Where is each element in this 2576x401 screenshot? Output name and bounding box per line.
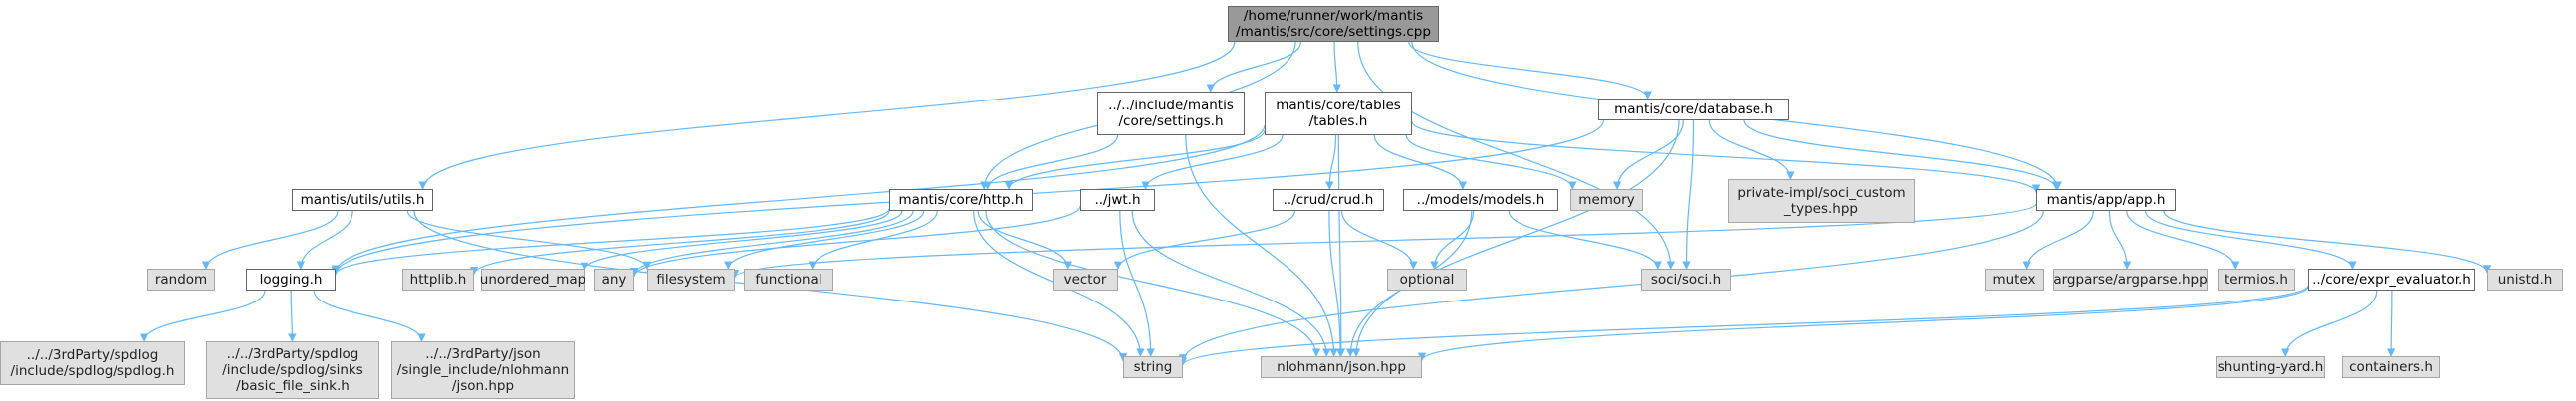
edge-settings_cpp-to-utils — [418, 41, 1236, 190]
edge-settings_cpp-to-database — [1408, 41, 1652, 100]
edge-models-to-soci — [1508, 210, 1662, 270]
node-http[interactable]: mantis/core/http.h — [889, 189, 1033, 211]
edge-app-to-termios — [2126, 210, 2240, 270]
node-filesystem: filesystem — [647, 269, 735, 291]
edge-settings_cpp-to-tables — [1332, 41, 1341, 93]
node-string: string — [1123, 356, 1183, 378]
node-spdlog: ../../3rdParty/spdlog /include/spdlog/sp… — [0, 341, 185, 385]
edge-tables-to-nlohmann — [1336, 134, 1346, 357]
edge-expr-to-containers — [2386, 290, 2396, 357]
edge-crud-to-vector — [1113, 210, 1296, 271]
edge-http-to-nlohmann — [985, 210, 1321, 357]
node-argparse: argparse/argparse.hpp — [2053, 269, 2208, 291]
edge-include_settings-to-http — [983, 134, 1119, 190]
node-unistd: unistd.h — [2487, 269, 2563, 291]
node-vector: vector — [1053, 269, 1118, 291]
node-include-settings[interactable]: ../../include/mantis /core/settings.h — [1097, 92, 1245, 135]
edge-settings_cpp-to-soci — [1357, 41, 1675, 270]
node-app[interactable]: mantis/app/app.h — [2036, 189, 2176, 211]
edge-http-to-filesystem — [724, 210, 925, 270]
node-termios: termios.h — [2218, 269, 2295, 291]
node-memory: memory — [1570, 189, 1643, 211]
edge-http-to-vector — [977, 210, 1072, 270]
node-soci: soci/soci.h — [1641, 269, 1731, 291]
edge-database-to-soci — [1682, 119, 1695, 270]
edge-tables-to-http — [1004, 129, 1266, 190]
edge-tables-to-logging — [331, 124, 1266, 274]
edge-utils-to-filesystem — [406, 210, 652, 271]
node-shunting: shunting-yard.h — [2216, 356, 2325, 378]
node-mutex: mutex — [1985, 269, 2044, 291]
node-nlohmann: nlohmann/json.hpp — [1261, 356, 1422, 378]
edge-tables-to-models — [1373, 134, 1468, 190]
edge-database-to-soci_types — [1708, 119, 1795, 180]
node-soci-types: private-impl/soci_custom _types.hpp — [1728, 179, 1915, 223]
edge-expr-to-shunting — [2281, 290, 2378, 357]
node-utils[interactable]: mantis/utils/utils.h — [292, 189, 433, 211]
edge-database-to-app — [1743, 119, 2061, 190]
edge-utils-to-logging — [296, 210, 353, 270]
node-any: any — [594, 269, 634, 291]
node-tables[interactable]: mantis/core/tables /tables.h — [1265, 92, 1412, 135]
edge-tables-to-app — [1411, 121, 2041, 193]
node-expr[interactable]: ../core/expr_evaluator.h — [2308, 269, 2475, 291]
node-settings-cpp: /home/runner/work/mantis /mantis/src/cor… — [1228, 6, 1439, 42]
edge-app-to-string — [1178, 210, 2044, 363]
edge-http-to-any — [629, 210, 914, 277]
edge-app-to-filesystem — [731, 203, 2037, 279]
edge-app-to-argparse — [2108, 210, 2132, 270]
edge-app-to-expr — [2144, 210, 2357, 270]
edge-tables-to-memory — [1405, 134, 1577, 190]
edge-crud-to-nlohmann — [1328, 210, 1345, 357]
edge-logging-to-sinks — [288, 290, 297, 342]
edge-database-to-nlohmann — [1351, 119, 1680, 357]
edge-tables-to-crud — [1325, 134, 1337, 190]
node-crud[interactable]: ../crud/crud.h — [1273, 189, 1384, 211]
edge-include_settings-to-nlohmann — [1185, 134, 1338, 357]
edge-expr-to-nlohmann — [1417, 286, 2309, 362]
node-unordered-map: unordered_map — [480, 269, 585, 291]
edge-crud-to-optional — [1341, 210, 1418, 270]
edge-jwt-to-string — [1119, 210, 1155, 357]
node-jwt[interactable]: ../jwt.h — [1080, 189, 1155, 211]
edge-app-to-mutex — [2022, 210, 2094, 270]
edge-app-to-unistd — [2163, 210, 2492, 274]
node-database[interactable]: mantis/core/database.h — [1598, 99, 1789, 120]
node-httplib: httplib.h — [402, 269, 474, 291]
node-sinks: ../../3rdParty/spdlog /include/spdlog/si… — [206, 341, 379, 399]
node-random: random — [147, 269, 215, 291]
node-functional: functional — [744, 269, 833, 291]
edge-models-to-optional — [1430, 210, 1475, 270]
edge-expr-to-string — [1179, 285, 2309, 366]
edge-logging-to-spdlog — [139, 290, 266, 342]
node-json3rd: ../../3rdParty/json /single_include/nloh… — [391, 341, 575, 399]
edge-jwt-to-any — [629, 205, 1081, 278]
edge-jwt-to-nlohmann — [1131, 210, 1331, 357]
edge-http-to-httplib — [469, 210, 890, 276]
edge-logging-to-json3rd — [313, 290, 426, 342]
edge-database-to-memory — [1612, 119, 1684, 190]
edge-tables-to-jwt — [1141, 134, 1284, 190]
edge-settings_cpp-to-include_settings — [1206, 41, 1301, 93]
node-containers: containers.h — [2342, 356, 2440, 378]
node-models[interactable]: ../models/models.h — [1403, 189, 1558, 211]
edge-utils-to-random — [201, 210, 339, 270]
node-logging[interactable]: logging.h — [246, 269, 336, 291]
edge-http-to-unordered_map — [580, 210, 903, 272]
edge-http-to-logging — [331, 208, 890, 276]
node-optional: optional — [1387, 269, 1467, 291]
